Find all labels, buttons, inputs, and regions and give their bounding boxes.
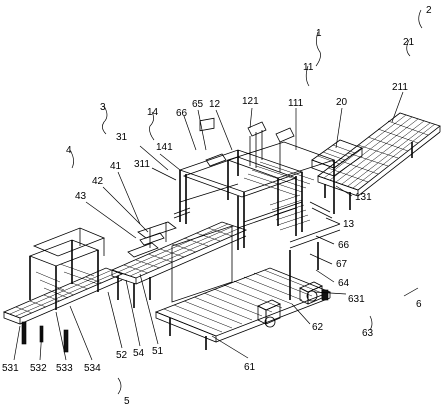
label-1: 1 — [316, 28, 322, 39]
label-6: 6 — [416, 299, 422, 310]
label-52: 52 — [116, 350, 128, 361]
label-65: 65 — [192, 99, 204, 110]
leader-lines — [13, 9, 423, 395]
reference-labels: 1 2 21 211 20 11 111 121 12 131 13 3 31 … — [2, 5, 432, 407]
middle-conveyor — [110, 221, 248, 308]
label-54: 54 — [133, 348, 145, 359]
label-66-top: 66 — [176, 108, 188, 119]
label-66-right: 66 — [338, 240, 350, 251]
label-67: 67 — [336, 259, 348, 270]
infeed-conveyor — [317, 112, 441, 210]
label-121: 121 — [242, 96, 259, 107]
label-211: 211 — [392, 82, 408, 93]
label-631: 631 — [348, 294, 365, 305]
label-131: 131 — [355, 192, 372, 203]
label-531: 531 — [2, 363, 19, 374]
label-64: 64 — [338, 278, 350, 289]
label-20: 20 — [336, 97, 348, 108]
label-61: 61 — [244, 362, 256, 373]
label-31: 31 — [116, 132, 128, 143]
label-2: 2 — [426, 5, 432, 16]
label-11: 11 — [303, 62, 314, 73]
label-141: 141 — [156, 142, 173, 153]
push-mechanism — [127, 207, 191, 258]
label-43: 43 — [75, 191, 87, 202]
label-12: 12 — [209, 99, 221, 110]
label-62: 62 — [312, 322, 324, 333]
label-311: 311 — [134, 159, 150, 170]
outfeed-rack — [2, 227, 124, 353]
label-532: 532 — [30, 363, 47, 374]
label-534: 534 — [84, 363, 101, 374]
label-51: 51 — [152, 346, 164, 357]
label-533: 533 — [56, 363, 73, 374]
lower-unit — [154, 225, 332, 350]
label-42: 42 — [92, 176, 104, 187]
label-4: 4 — [66, 145, 72, 156]
label-13: 13 — [343, 219, 355, 230]
label-5: 5 — [124, 396, 130, 407]
label-41: 41 — [110, 161, 122, 172]
label-14: 14 — [147, 107, 159, 118]
label-111: 111 — [288, 98, 304, 109]
label-21: 21 — [403, 37, 415, 48]
label-3: 3 — [100, 102, 106, 113]
package-stack — [311, 139, 363, 177]
label-63: 63 — [362, 328, 374, 339]
gantry-frame — [178, 117, 341, 250]
